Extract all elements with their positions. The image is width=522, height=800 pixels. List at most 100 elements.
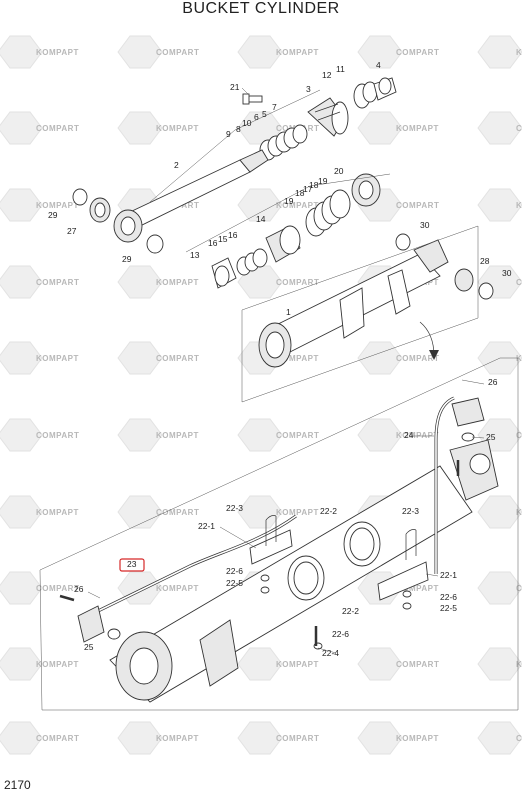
watermark-text: COMPART — [36, 278, 79, 287]
watermark-tile: COMPART — [117, 341, 199, 375]
part-3-cone — [307, 97, 349, 137]
callout-10: 10 — [242, 118, 252, 128]
watermark-tile: KOMPAPT — [117, 571, 199, 605]
watermark-tile: KOMPAPT — [237, 35, 319, 69]
part-14-gland — [265, 225, 301, 263]
callout-8: 8 — [236, 124, 241, 134]
watermark-tile: KOMPAPT — [0, 188, 78, 222]
watermark-tile: COMPART — [477, 721, 522, 755]
watermark-text: KOMPAPT — [516, 660, 522, 669]
watermark-text: COMPART — [276, 278, 319, 287]
watermark-tile: KOMPAPT — [0, 495, 79, 529]
page-number: 2170 — [4, 778, 31, 792]
watermark-text: KOMPAPT — [36, 48, 79, 57]
watermark-text: KOMPAPT — [156, 124, 199, 133]
callout-9: 9 — [226, 129, 231, 139]
watermark-tile: KOMPAPT — [237, 188, 318, 222]
part-22-3-u-bolt-right — [405, 529, 417, 560]
part-22-1-bracket-left — [249, 529, 293, 565]
callout-22-4: 22-4 — [322, 648, 339, 658]
watermark-tile: KOMPAPT — [357, 111, 439, 145]
callout-30-a: 30 — [420, 220, 430, 230]
watermark-tile: KOMPAPT — [477, 188, 522, 222]
flange-block-left — [77, 605, 105, 643]
callout-19-b: 19 — [318, 176, 328, 186]
callout-6: 6 — [254, 112, 259, 122]
watermark-text: KOMPAPT — [276, 508, 319, 517]
watermark-text: KOMPAPT — [36, 354, 79, 363]
part-12-11-4-nut-stack — [353, 77, 397, 109]
callout-29-b: 29 — [122, 254, 132, 264]
watermark-text: COMPART — [36, 584, 79, 593]
watermark-tile: KOMPAPT — [117, 721, 199, 755]
part-29-ring-right — [146, 234, 164, 254]
watermark-tile: COMPART — [0, 265, 79, 299]
watermark-text: COMPART — [516, 584, 522, 593]
callout-22-3-b: 22-3 — [402, 506, 419, 516]
callout-22-5-b: 22-5 — [440, 603, 457, 613]
callout-26-a: 26 — [488, 377, 498, 387]
watermark-text: COMPART — [516, 278, 522, 287]
watermark-text: COMPART — [396, 660, 439, 669]
part-rings-5-10 — [259, 124, 308, 161]
callout-4: 4 — [376, 60, 381, 70]
part-27-bushing — [89, 197, 111, 223]
watermark-text: KOMPAPT — [276, 660, 319, 669]
part-22-3-u-bolt-left — [265, 515, 277, 546]
watermark-text: KOMPAPT — [516, 48, 522, 57]
callout-18-a: 18 — [295, 188, 305, 198]
part-26-bolt-left — [59, 594, 75, 602]
watermark-tile: COMPART — [237, 721, 319, 755]
part-22-5-22-6-washers — [260, 574, 412, 650]
watermark-tile: KOMPAPT — [357, 418, 438, 452]
callout-16-b: 16 — [228, 230, 238, 240]
callout-26-b: 26 — [74, 584, 84, 594]
watermark-text: KOMPAPT — [396, 124, 439, 133]
callout-22-6-a: 22-6 — [226, 566, 243, 576]
watermark-text: COMPART — [396, 48, 439, 57]
part-29-ring-left — [72, 188, 88, 206]
callout-18-b: 18 — [309, 180, 319, 190]
callout-22-5-a: 22-5 — [226, 578, 243, 588]
watermark-text: COMPART — [156, 48, 199, 57]
part-22-1-bracket-right — [377, 561, 429, 601]
watermark-text: KOMPAPT — [516, 354, 522, 363]
callout-labels: 21 3 4 11 12 7 5 6 10 8 9 2 20 19 18 17 … — [48, 60, 512, 658]
callout-22-6-b: 22-6 — [440, 592, 457, 602]
callout-21: 21 — [230, 82, 240, 92]
callout-16-a: 16 — [208, 238, 218, 248]
watermark-text: KOMPAPT — [156, 584, 199, 593]
part-2-piston-rod — [113, 149, 269, 243]
watermark-tile: KOMPAPT — [477, 495, 522, 529]
callout-23: 23 — [127, 559, 137, 569]
watermark-tile: COMPART — [477, 111, 522, 145]
callout-19-a: 19 — [284, 196, 294, 206]
callout-7: 7 — [272, 102, 277, 112]
watermark-text: KOMPAPT — [36, 660, 79, 669]
watermark-text: COMPART — [516, 124, 522, 133]
callout-22-2-b: 22-2 — [342, 606, 359, 616]
watermark-tile: COMPART — [477, 571, 522, 605]
watermark-text: KOMPAPT — [276, 48, 319, 57]
watermark-text: KOMPAPT — [516, 201, 522, 210]
part-13-sleeve — [211, 257, 237, 289]
watermark-text: KOMPAPT — [276, 354, 319, 363]
watermark-tile: KOMPAPT — [237, 647, 319, 681]
watermark-tile: COMPART — [0, 111, 79, 145]
zoom-arrow-head — [429, 350, 439, 360]
watermark-tile: COMPART — [357, 647, 439, 681]
watermark-text: KOMPAPT — [156, 431, 199, 440]
callout-22-6-c: 22-6 — [332, 629, 349, 639]
callout-15: 15 — [218, 234, 228, 244]
watermark-tile: COMPART — [117, 35, 199, 69]
callout-22-3-a: 22-3 — [226, 503, 243, 513]
lower-detail-frame — [39, 357, 519, 711]
watermark-text: KOMPAPT — [156, 734, 199, 743]
callout-25-a: 25 — [486, 432, 496, 442]
callout-24: 24 — [404, 430, 414, 440]
callout-17: 17 — [303, 184, 313, 194]
watermark-text: COMPART — [516, 431, 522, 440]
callout-12: 12 — [322, 70, 332, 80]
watermark-text: KOMPAPT — [36, 508, 79, 517]
